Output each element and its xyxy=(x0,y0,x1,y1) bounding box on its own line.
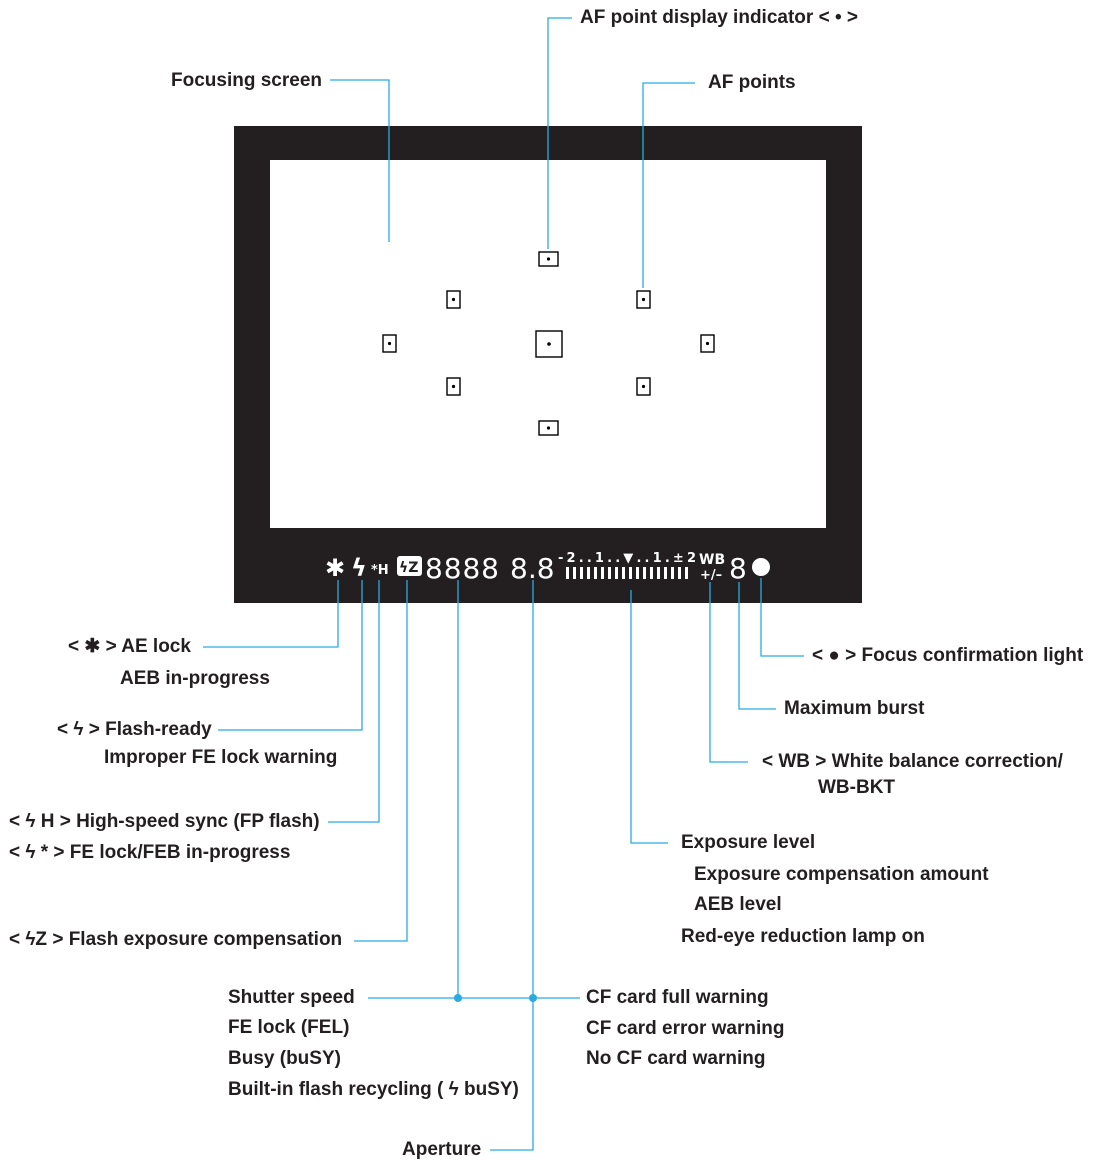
busy-label: Busy (buSY) xyxy=(228,1048,341,1069)
aeb-level-label: AEB level xyxy=(694,894,782,915)
aperture-digits: 8.8 xyxy=(510,552,555,585)
exposure-level-bars xyxy=(566,567,688,579)
leader-lines xyxy=(203,17,804,1151)
exposure-level-label: Exposure level xyxy=(681,832,816,853)
af-point-lower-left xyxy=(446,377,461,396)
wb-bkt-label: WB-BKT xyxy=(818,777,896,798)
af-point-upper-right xyxy=(636,290,651,309)
aperture-label: Aperture xyxy=(402,1139,482,1160)
fp-flash-icon: *H xyxy=(371,563,389,578)
af-point-bottom xyxy=(538,420,559,436)
focus-confirmation-label: < ● > Focus confirmation light xyxy=(812,645,1084,666)
improper-fe-lock-label: Improper FE lock warning xyxy=(104,747,338,768)
af-point-center xyxy=(535,330,563,358)
exposure-comp-amount-label: Exposure compensation amount xyxy=(694,864,989,885)
flash-ready-icon: ϟ xyxy=(351,554,367,582)
flash-comp-icon-box xyxy=(397,556,422,576)
wb-plus-minus-icon: +/– xyxy=(700,568,722,583)
af-point-upper-left xyxy=(446,290,461,309)
max-burst-digit: 8 xyxy=(729,552,747,585)
maximum-burst-label: Maximum burst xyxy=(784,698,925,719)
exposure-scale-numbers: -2..1..▼..1.±2 xyxy=(558,551,696,566)
focus-confirmation-icon xyxy=(752,558,770,576)
flash-comp-icon: ϟZ xyxy=(399,560,418,576)
red-eye-label: Red-eye reduction lamp on xyxy=(681,926,925,947)
flash-recycling-label: Built-in flash recycling ( ϟ buSY) xyxy=(228,1079,519,1100)
focusing-screen-label: Focusing screen xyxy=(171,70,322,91)
fe-lock-fel-label: FE lock (FEL) xyxy=(228,1017,350,1038)
af-point-lower-right xyxy=(636,377,651,396)
cf-card-error-label: CF card error warning xyxy=(586,1018,785,1039)
shutter-speed-digits: 8888 xyxy=(425,552,499,585)
flash-exposure-comp-label: < ϟZ > Flash exposure compensation xyxy=(9,929,343,950)
fe-lock-feb-label: < ϟ * > FE lock/FEB in-progress xyxy=(9,842,291,863)
ae-lock-label: < ✱ > AE lock xyxy=(68,636,191,657)
shutter-speed-label: Shutter speed xyxy=(228,987,355,1008)
no-cf-card-label: No CF card warning xyxy=(586,1048,766,1069)
af-point-top xyxy=(538,251,559,267)
aeb-in-progress-label: AEB in-progress xyxy=(120,668,270,689)
ae-lock-icon: ✱ xyxy=(325,554,345,582)
af-points-label: AF points xyxy=(708,72,796,93)
high-speed-sync-label: < ϟ H > High-speed sync (FP flash) xyxy=(9,811,320,832)
flash-ready-label: < ϟ > Flash-ready xyxy=(57,719,212,740)
af-points xyxy=(382,251,715,436)
af-point-right xyxy=(700,334,715,353)
af-point-display-label: AF point display indicator < • > xyxy=(580,7,858,28)
cf-card-full-label: CF card full warning xyxy=(586,987,769,1008)
wb-correction-label: < WB > White balance correction/ xyxy=(762,751,1063,772)
af-point-left xyxy=(382,334,397,353)
wb-icon: WB xyxy=(699,552,725,568)
